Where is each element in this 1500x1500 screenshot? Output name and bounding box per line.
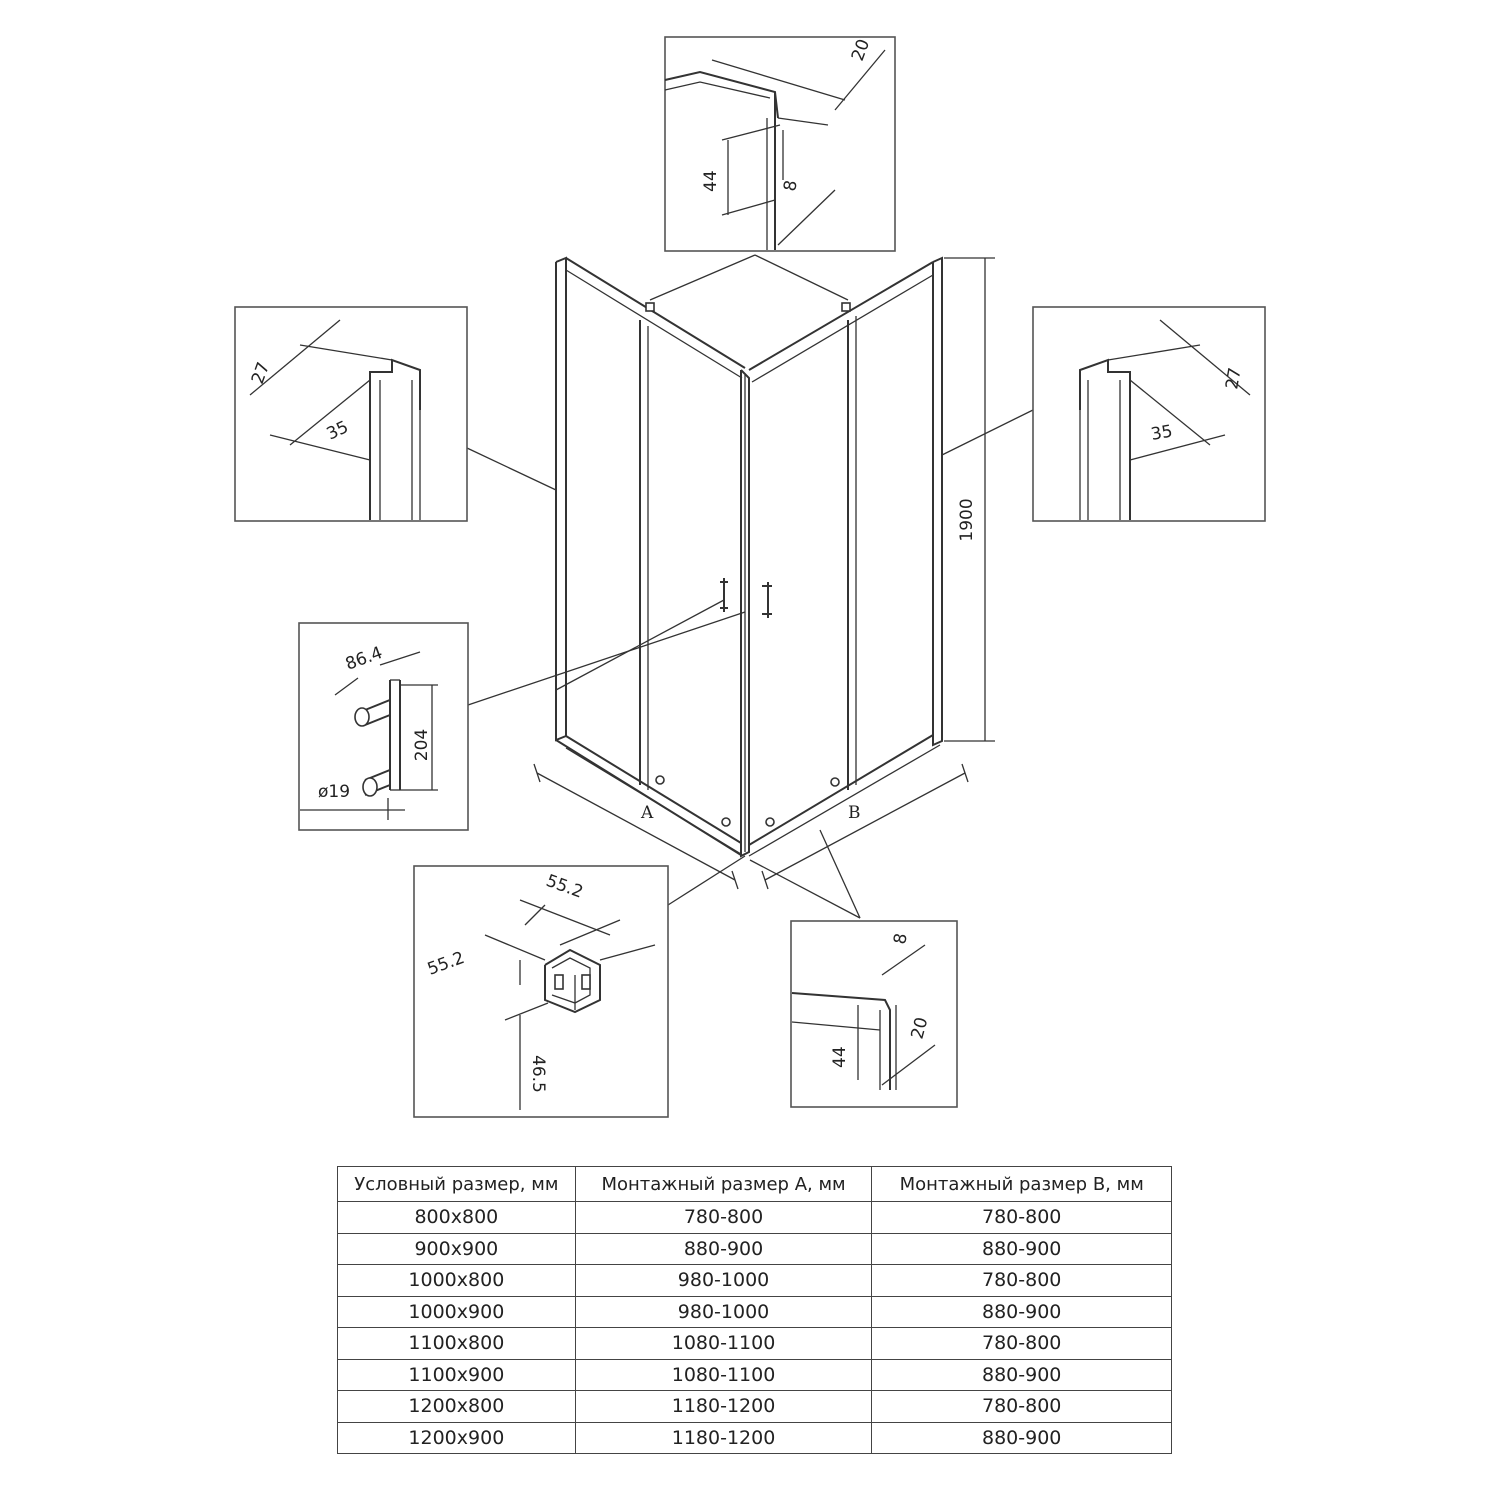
roller-icon (655, 775, 665, 785)
table-row: 800x800 780-800 780-800 (337, 1201, 1172, 1234)
detail-box-left (234, 306, 468, 522)
detail-box-top (664, 36, 896, 252)
left-profile-detail: 27 35 (234, 306, 468, 522)
cell-a: 980-1000 (574, 1264, 873, 1297)
enclosure-main-view: 1900 A B (533, 256, 995, 890)
cell-b: 780-800 (871, 1390, 1172, 1423)
right-panel-bottom-inner (748, 744, 941, 857)
corner-dim-height: 46.5 (528, 1055, 548, 1093)
top-bracket (645, 302, 655, 312)
handle-dim-length: 204 (412, 729, 432, 761)
leader-lines (466, 254, 1034, 919)
right-panel-frame (932, 256, 943, 747)
table-row: 1000x900 980-1000 880-900 (337, 1295, 1172, 1328)
cell-b: 880-900 (871, 1295, 1172, 1328)
roller-icon (830, 777, 840, 787)
corner-post (740, 369, 750, 858)
height-label: 1900 (957, 498, 977, 541)
table-row: 1100x900 1080-1100 880-900 (337, 1358, 1172, 1391)
cell-nominal: 800x800 (337, 1201, 576, 1234)
cell-nominal: 1200x800 (337, 1390, 576, 1423)
left-panel-top-inner (565, 269, 743, 379)
cell-a: 780-800 (574, 1201, 873, 1234)
side-b-label: B (848, 803, 861, 823)
header-mounting-b: Монтажный размер B, мм (871, 1166, 1172, 1202)
cell-a: 880-900 (574, 1232, 873, 1265)
roller-icon (765, 817, 775, 827)
cell-nominal: 1100x800 (337, 1327, 576, 1360)
detail-box-bottom (790, 920, 958, 1108)
top-detail-dim-8: 8 (780, 179, 802, 193)
roller-icon (721, 817, 731, 827)
side-a-dimension: A (533, 763, 739, 890)
table-row: 1000x800 980-1000 780-800 (337, 1264, 1172, 1297)
cell-b: 780-800 (871, 1201, 1172, 1234)
top-profile-detail: 20 44 8 (664, 36, 896, 252)
table-row: 1200x800 1180-1200 780-800 (337, 1390, 1172, 1423)
handle-detail: 86.4 204 ø19 (298, 622, 469, 831)
right-profile-detail: 27 35 (1032, 306, 1266, 522)
detail-box-handle (298, 622, 469, 831)
top-detail-dim-44: 44 (701, 170, 721, 192)
handle-dim-diameter: ø19 (318, 782, 350, 802)
handle-knob-icon (354, 707, 370, 727)
side-a-label: A (640, 803, 654, 823)
bottom-dim-44: 44 (830, 1046, 850, 1068)
cell-b: 780-800 (871, 1264, 1172, 1297)
cell-b: 880-900 (871, 1232, 1172, 1265)
top-bracket (841, 302, 851, 312)
door-handle-right (762, 582, 772, 618)
corner-bracket-detail: 55.2 55.2 46.5 (413, 865, 669, 1118)
cell-a: 1080-1100 (574, 1327, 873, 1360)
cell-nominal: 1200x900 (337, 1421, 576, 1454)
right-detail-dim-27: 27 (1222, 366, 1245, 391)
cell-nominal: 1100x900 (337, 1358, 576, 1391)
right-panel-top-inner (751, 274, 934, 383)
cell-a: 1180-1200 (574, 1390, 873, 1423)
side-b-dimension: B (761, 763, 969, 890)
right-panel-top (748, 261, 934, 371)
cell-a: 1080-1100 (574, 1358, 873, 1391)
table-header-row: Условный размер, мм Монтажный размер А, … (337, 1166, 1172, 1202)
cell-b: 880-900 (871, 1421, 1172, 1454)
cell-nominal: 900x900 (337, 1232, 576, 1265)
left-panel-bottom (565, 735, 742, 844)
left-panel-base (555, 739, 742, 856)
table-row: 900x900 880-900 880-900 (337, 1232, 1172, 1265)
table-row: 1100x800 1080-1100 780-800 (337, 1327, 1172, 1360)
header-nominal-size: Условный размер, мм (337, 1166, 576, 1202)
right-panel-bottom (748, 734, 934, 846)
bottom-profile-detail: 8 44 20 (790, 920, 958, 1108)
door-handle-left (720, 578, 728, 612)
cell-b: 880-900 (871, 1358, 1172, 1391)
table-row: 1200x900 1180-1200 880-900 (337, 1421, 1172, 1454)
handle-knob-icon (362, 777, 378, 797)
sizes-table: Условный размер, мм Монтажный размер А, … (337, 1166, 1172, 1454)
left-panel-frame (555, 256, 567, 742)
cell-nominal: 1000x800 (337, 1264, 576, 1297)
cell-a: 980-1000 (574, 1295, 873, 1328)
cell-nominal: 1000x900 (337, 1295, 576, 1328)
cell-a: 1180-1200 (574, 1421, 873, 1454)
left-panel-top (565, 257, 746, 369)
right-detail-dim-35: 35 (1149, 421, 1174, 444)
detail-box-right (1032, 306, 1266, 522)
cell-b: 780-800 (871, 1327, 1172, 1360)
header-mounting-a: Монтажный размер А, мм (574, 1166, 873, 1202)
height-dimension: 1900 (944, 257, 995, 742)
bottom-dim-8: 8 (890, 932, 912, 946)
